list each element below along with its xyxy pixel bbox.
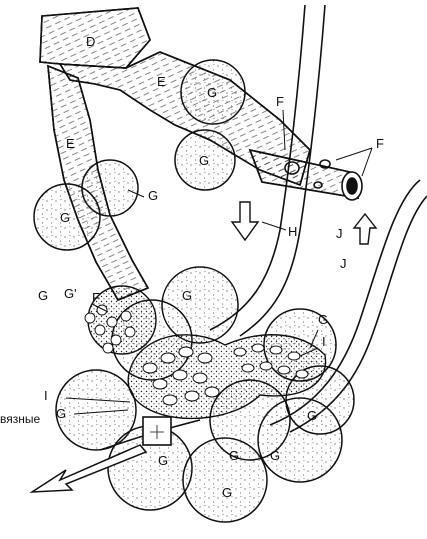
label-g-4: G (60, 210, 70, 225)
label-g-1: G (207, 85, 217, 100)
label-i-left: I (44, 388, 48, 403)
label-d: D (86, 34, 95, 49)
label-g-right: G (318, 312, 328, 327)
label-g-7: G (229, 448, 239, 463)
label-g-2: G (199, 153, 209, 168)
label-j-lower: J (340, 256, 347, 271)
sample-box (143, 417, 171, 445)
label-e-upper: E (157, 74, 166, 89)
label-j-upper: J (336, 226, 343, 241)
label-g-mid-left: G (56, 406, 66, 421)
arrow-up-j (354, 214, 376, 244)
label-f-right: F (376, 136, 384, 151)
label-g-6: G (158, 453, 168, 468)
label-e-lower: E (66, 136, 75, 151)
label-g-left: G (38, 288, 48, 303)
label-f-sac: F (92, 290, 100, 305)
label-i-right: I (322, 334, 326, 349)
label-g-9: G (222, 485, 232, 500)
arrow-down-h (232, 202, 258, 240)
label-g-prime: G' (64, 286, 77, 301)
label-g-3: G (148, 188, 158, 203)
label-f-upper: F (276, 94, 284, 109)
label-g-10: G (307, 408, 317, 423)
label-h: H (288, 224, 297, 239)
label-g-5: G (182, 288, 192, 303)
label-g-8: G (270, 448, 280, 463)
side-text-fragment: вязные (0, 412, 40, 426)
